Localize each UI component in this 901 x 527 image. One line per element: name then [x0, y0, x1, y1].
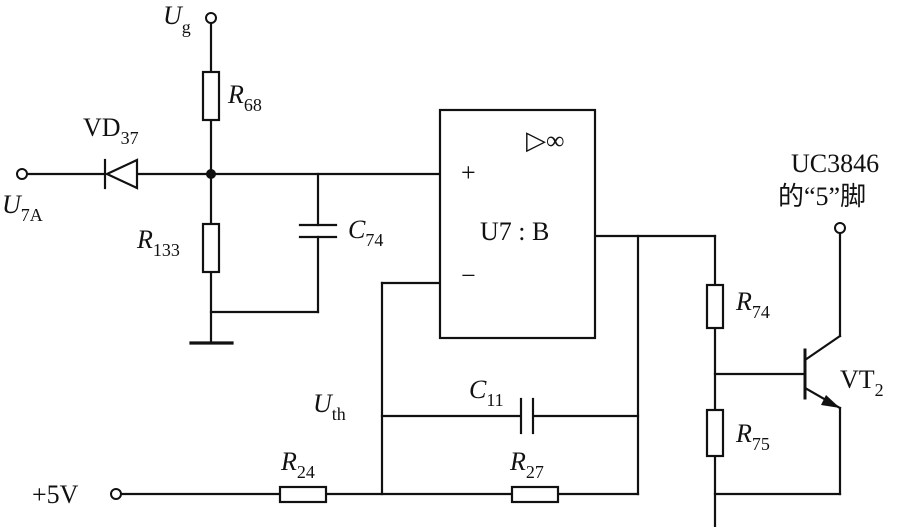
label-uc3846: UC3846 — [791, 149, 879, 178]
opamp-minus-sign: − — [461, 261, 476, 290]
resistor-r68 — [201, 70, 221, 122]
opamp-name: U7 : B — [480, 217, 549, 246]
resistor-r27 — [510, 485, 560, 504]
label-vt2: VT2 — [840, 365, 884, 400]
label-u7a: U7A — [2, 190, 43, 225]
label-uc3846-pin: 的“5”脚 — [778, 182, 866, 211]
label-ug: Ug — [163, 1, 191, 37]
resistor-r75 — [705, 408, 725, 458]
label-r74: R74 — [735, 287, 770, 322]
opamp-symbol: ▷∞ — [526, 126, 565, 155]
wires — [26, 21, 842, 527]
label-r133: R133 — [136, 225, 180, 260]
capacitor-c11 — [519, 397, 535, 435]
ug-terminal — [205, 12, 217, 24]
label-supply: +5V — [32, 480, 79, 509]
label-vd37: VD37 — [83, 113, 139, 148]
transistor-vt2 — [803, 334, 842, 410]
junction-node — [206, 169, 216, 179]
label-c11: C11 — [469, 375, 504, 410]
label-r68: R68 — [227, 80, 262, 115]
capacitor-c74 — [298, 223, 338, 239]
supply-terminal — [110, 488, 122, 500]
resistor-r24 — [278, 485, 328, 504]
opamp-u7b — [438, 108, 597, 340]
label-r27: R27 — [509, 447, 544, 482]
label-c74: C74 — [348, 215, 383, 250]
label-r24: R24 — [280, 447, 315, 482]
uc3846-terminal — [834, 222, 846, 234]
label-r75: R75 — [735, 419, 770, 454]
resistor-r74 — [705, 283, 725, 330]
opamp-plus-sign: + — [461, 158, 476, 187]
resistor-r133 — [201, 222, 221, 274]
u7a-terminal — [16, 168, 28, 180]
label-uth: Uth — [313, 389, 346, 424]
diode-vd37 — [103, 158, 139, 190]
